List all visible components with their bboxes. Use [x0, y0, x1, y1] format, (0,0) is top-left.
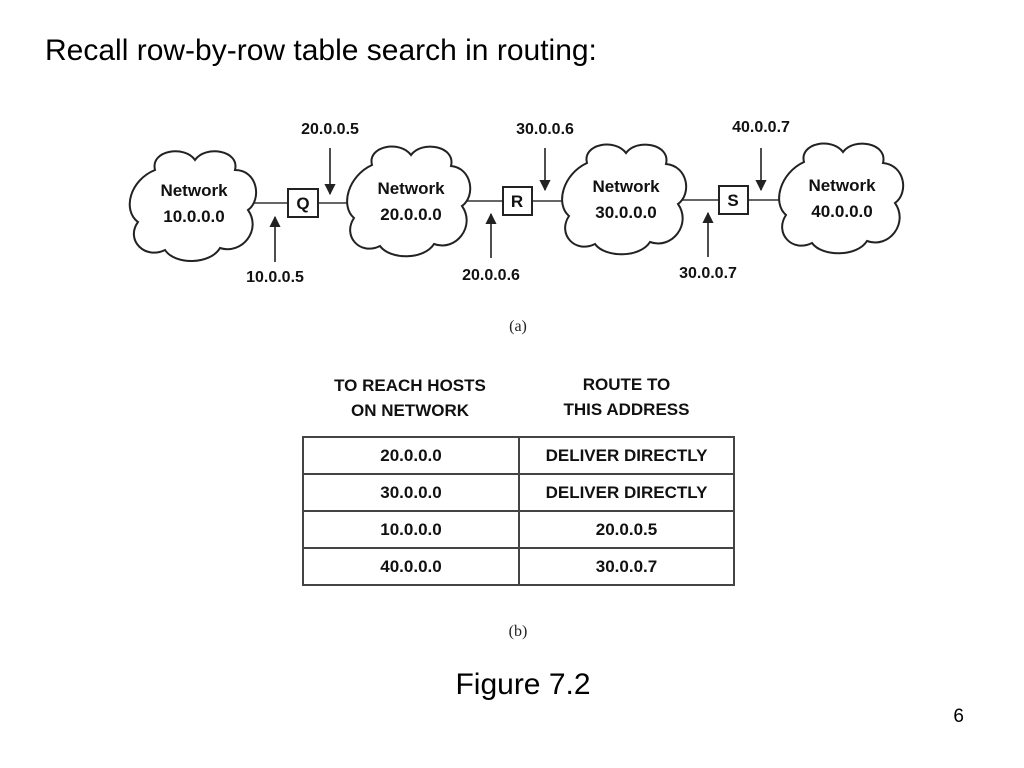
cell-network: 40.0.0.0 [302, 547, 520, 586]
router-label: S [727, 191, 738, 210]
router-address-bottom: 10.0.0.5 [246, 269, 304, 286]
network-cloud-1: Network 10.0.0.0 [128, 150, 257, 262]
network-label: Network [377, 179, 445, 198]
router-address-top: 30.0.0.6 [516, 121, 574, 138]
network-cloud-3: Network 30.0.0.0 [561, 143, 687, 256]
router-address-bottom: 20.0.0.6 [462, 267, 520, 284]
cell-network: 30.0.0.0 [302, 473, 520, 512]
cell-network: 10.0.0.0 [302, 510, 520, 549]
router-address-top: 20.0.0.5 [301, 121, 359, 138]
router-address-top: 40.0.0.7 [732, 119, 790, 136]
network-label: Network [160, 181, 228, 200]
network-cloud-2: Network 20.0.0.0 [346, 145, 472, 258]
caption-b: (b) [509, 623, 528, 640]
table-row: 40.0.0.0 30.0.0.7 [302, 547, 735, 586]
header-route-line-1: ROUTE TO [582, 375, 671, 394]
cell-route: DELIVER DIRECTLY [518, 473, 735, 512]
cell-route: 20.0.0.5 [518, 510, 735, 549]
cell-route: DELIVER DIRECTLY [518, 436, 735, 475]
network-address: 40.0.0.0 [811, 202, 872, 221]
page-number: 6 [953, 706, 964, 727]
router-label: Q [296, 194, 309, 213]
router-label: R [511, 192, 523, 211]
header-route: ROUTE TO THIS ADDRESS [518, 372, 735, 422]
network-address: 20.0.0.0 [380, 205, 441, 224]
slide-title: Recall row-by-row table search in routin… [45, 34, 597, 67]
cell-route: 30.0.0.7 [518, 547, 735, 586]
router-q: Q [287, 188, 319, 218]
network-label: Network [592, 177, 660, 196]
router-s: S [718, 185, 749, 215]
caption-a: (a) [509, 318, 527, 335]
network-address: 10.0.0.0 [163, 207, 224, 226]
network-label: Network [808, 176, 876, 195]
table-row: 20.0.0.0 DELIVER DIRECTLY [302, 436, 735, 475]
router-address-bottom: 30.0.0.7 [679, 265, 737, 282]
header-network-line-2: ON NETWORK [350, 401, 470, 420]
header-route-line-2: THIS ADDRESS [563, 400, 690, 419]
figure-caption: Figure 7.2 [455, 668, 591, 701]
header-network-line-1: TO REACH HOSTS [334, 376, 486, 395]
table-row: 10.0.0.0 20.0.0.5 [302, 510, 735, 549]
routing-table: 20.0.0.0 DELIVER DIRECTLY 30.0.0.0 DELIV… [302, 436, 735, 586]
network-address: 30.0.0.0 [595, 203, 656, 222]
network-cloud-4: Network 40.0.0.0 [778, 142, 904, 255]
header-network: TO REACH HOSTS ON NETWORK [302, 373, 518, 423]
cell-network: 20.0.0.0 [302, 436, 520, 475]
table-row: 30.0.0.0 DELIVER DIRECTLY [302, 473, 735, 512]
router-r: R [502, 186, 533, 216]
